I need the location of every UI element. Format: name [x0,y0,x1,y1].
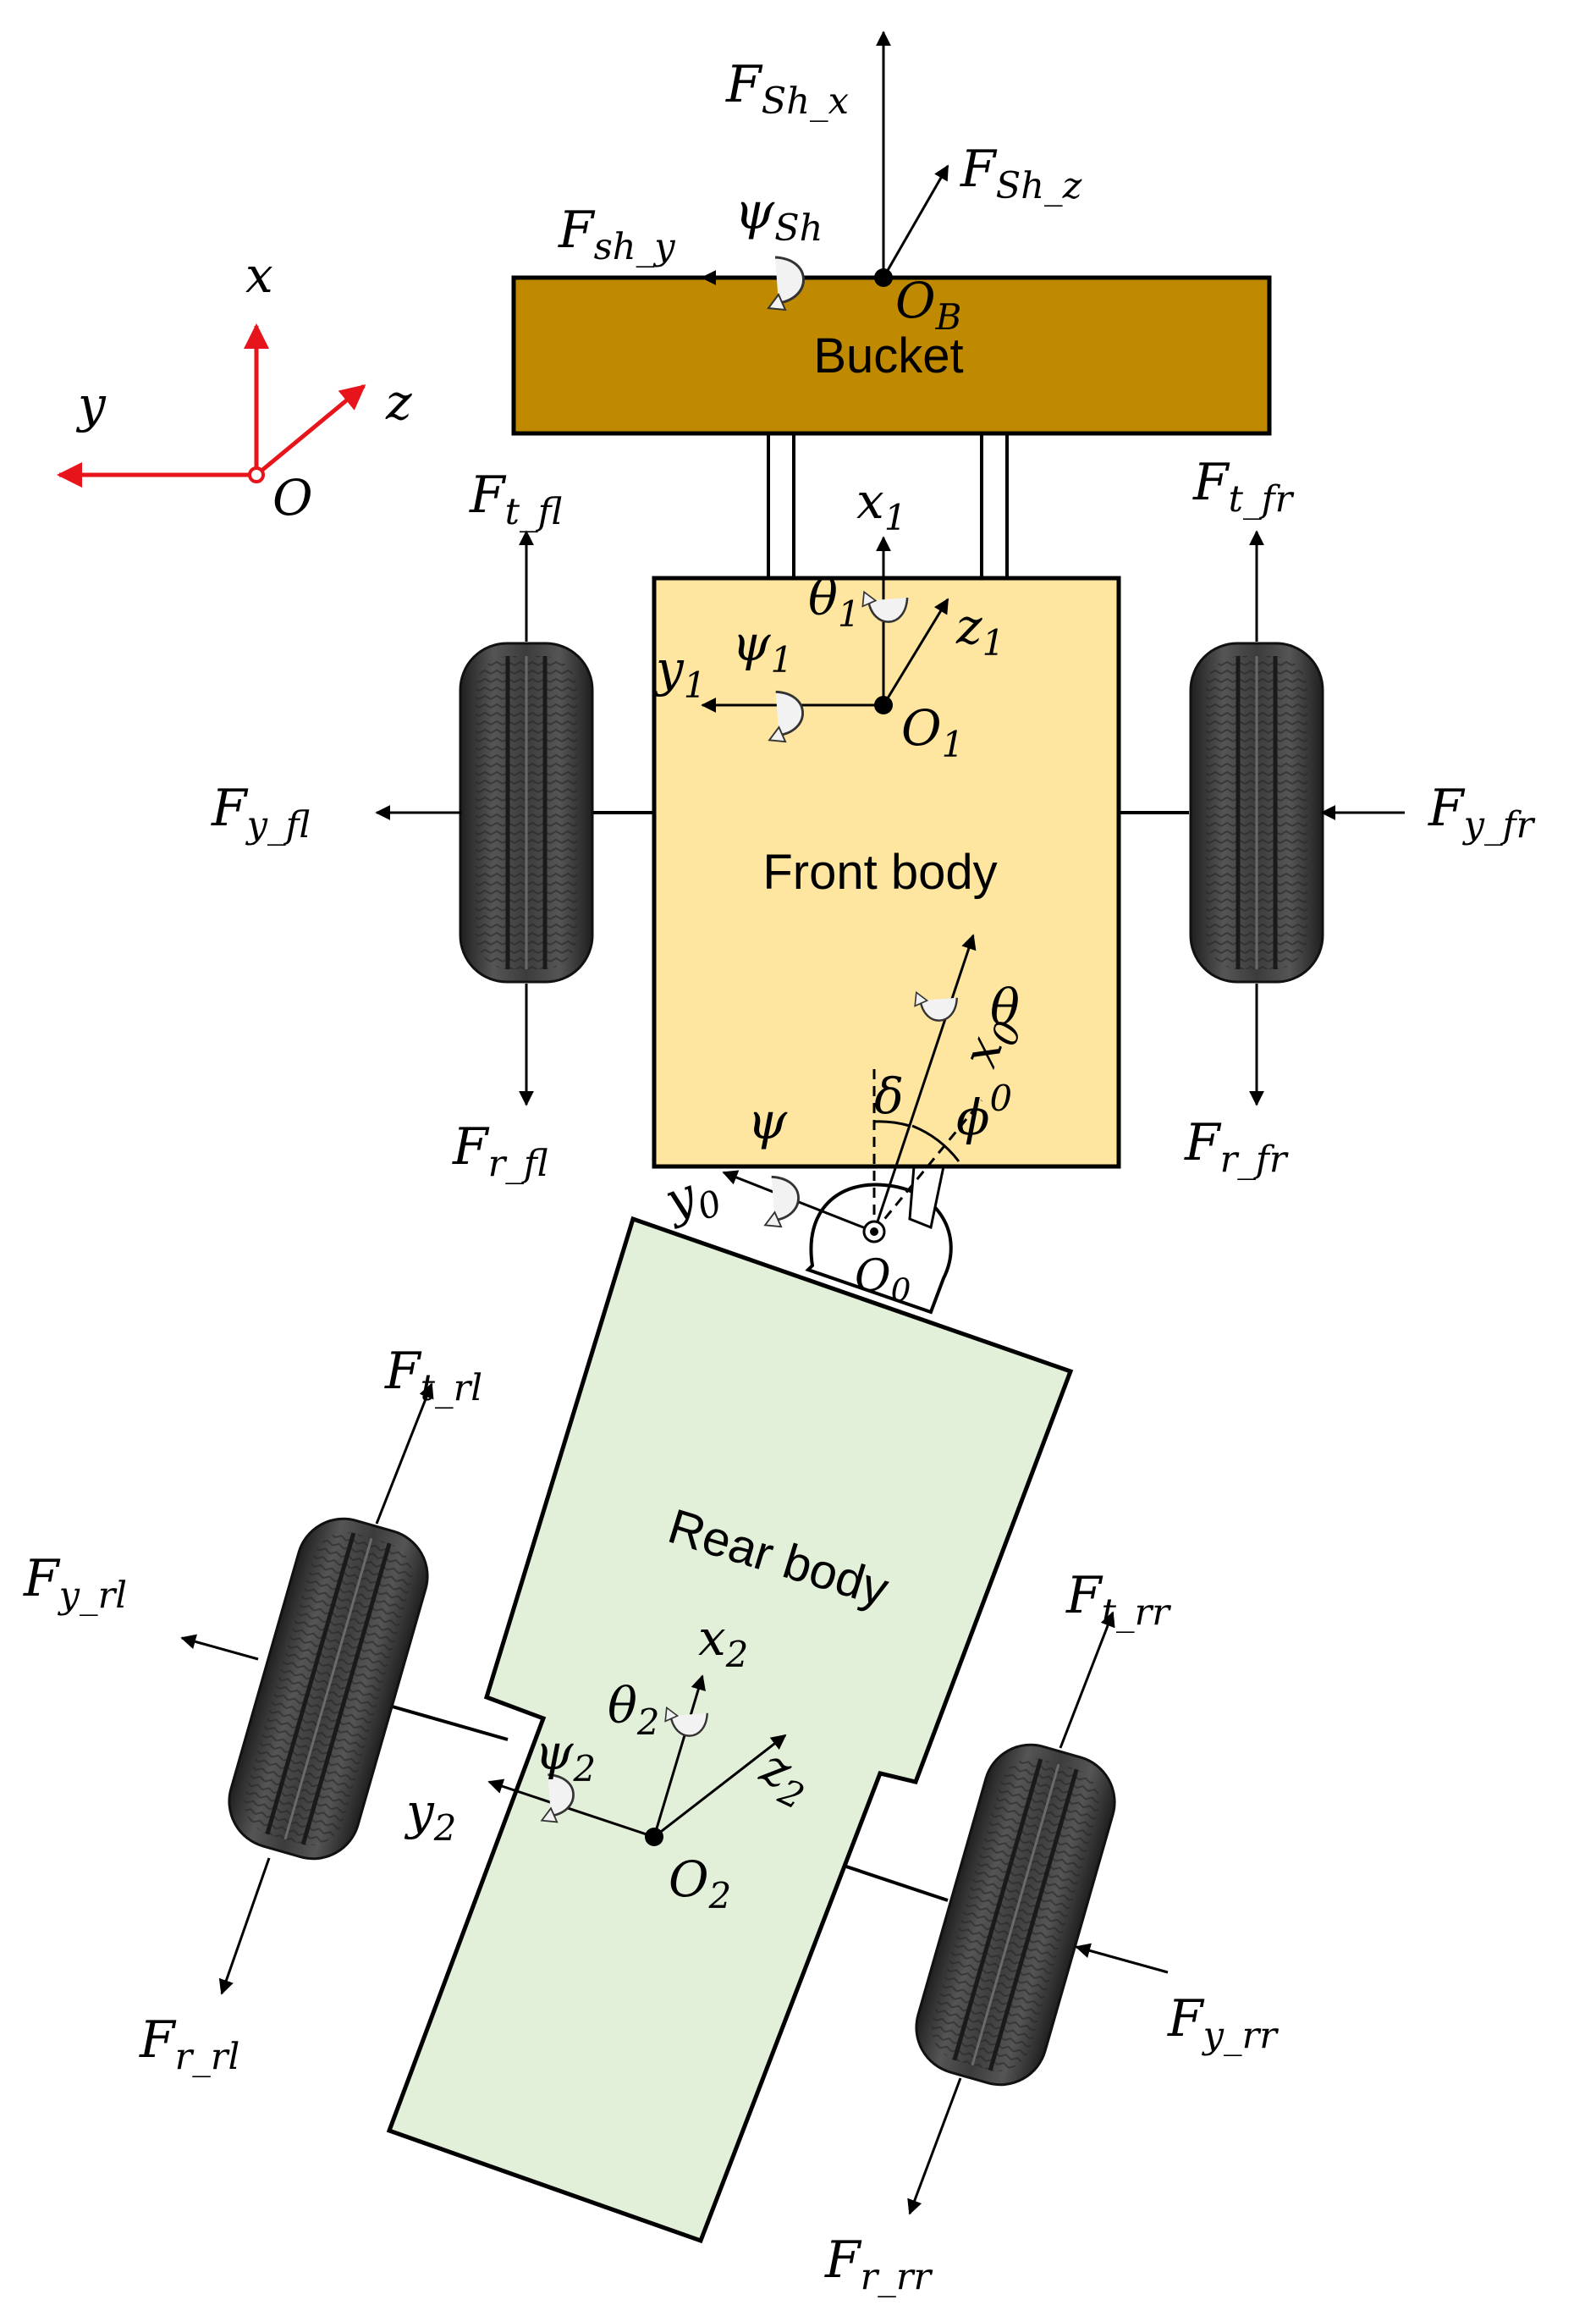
y0-label: y0 [655,1159,727,1239]
theta2-label: θ2 [608,1677,660,1743]
o2-label: O2 [669,1850,731,1916]
fr-fl-label: Fr_fl [452,1117,548,1185]
theta-label: θ [990,979,1020,1036]
global-y-label: y [75,376,107,433]
fr-fr-label: Fr_fr [1184,1113,1289,1181]
global-z-label: z [385,373,412,431]
front-body: Front body [652,576,1121,1169]
delta-label: δ [874,1067,904,1125]
front-wheel-force-labels: Ft_fl Fy_fl Fr_fl Ft_fr Fy_fr Fr_fr [211,453,1536,1185]
x1-label: x1 [856,472,906,538]
fy-fr-label: Fy_fr [1428,779,1536,846]
global-axes: x y z O [57,246,412,527]
z1-label: z1 [955,598,1004,664]
front-left-tire [460,643,592,982]
o1-label: O1 [901,699,964,765]
fsh-y-label: Fsh_y [558,201,675,268]
psi-sh-label: ψSh [735,182,823,250]
fsh-z-label: FSh_z [960,140,1082,207]
front-body-label: Front body [762,845,997,900]
ft-fr-label: Ft_fr [1192,453,1295,521]
ft-rr-label: Ft_rr [1065,1566,1171,1634]
front-frame: x1 θ1 z1 ψ1 y1 O1 [653,472,1004,765]
fy-fl-label: Fy_fl [211,779,310,846]
rear-wheel-forces [180,1382,1169,2215]
fy-rl-label: Fy_rl [23,1549,127,1617]
rear-right-tire [905,1734,1125,2096]
y1-label: y1 [653,640,706,706]
fsh-x-label: FSh_x [725,55,849,123]
psi1-label: ψ1 [732,615,793,681]
rear-wheel-force-labels: Ft_rl Fy_rl Fr_rl Ft_rr Fy_rr Fr_rr [23,1342,1279,2298]
bucket-linkage [767,433,1009,578]
fr-rl-label: Fr_rl [139,2010,239,2078]
front-axle [460,643,1323,982]
front-wheel-forces [375,530,1405,1106]
global-origin-label: O [272,469,313,527]
ob-label: OB [895,272,961,338]
front-right-tire [1191,643,1323,982]
bucket-label: Bucket [813,328,963,383]
ft-rl-label: Ft_rl [384,1342,482,1409]
articulation-joint [805,1165,953,1315]
global-x-label: x [245,246,273,304]
bucket: Bucket FSh_x FSh_z Fsh_y ψSh OB [511,30,1272,436]
rear-axle [218,1508,1125,2096]
theta1-label: θ1 [808,569,861,635]
rear-body: Rear body [386,1216,1074,2244]
phi-label: ϕ0 [956,1078,1012,1146]
x2-label: x2 [698,1609,748,1675]
psi2-label: ψ2 [535,1723,596,1789]
fr-rr-label: Fr_rr [824,2231,933,2298]
o0-label: O0 [855,1251,911,1309]
y2-label: y2 [404,1783,456,1849]
ft-fl-label: Ft_fl [469,466,562,533]
psi-label: ψ [747,1092,788,1151]
fy-rr-label: Fy_rr [1167,1989,1279,2057]
